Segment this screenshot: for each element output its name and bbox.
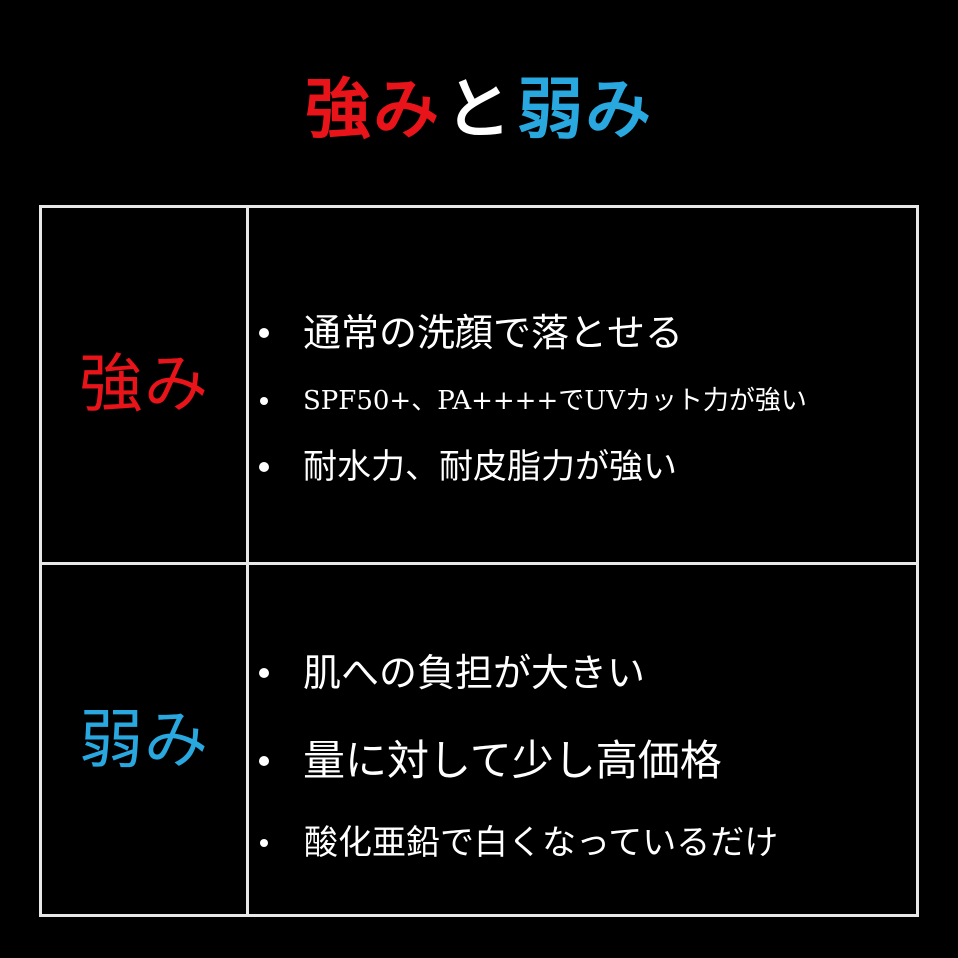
list-item: 量に対して少し高価格: [249, 737, 722, 785]
weaknesses-row: 弱み 肌への負担が大きい 量に対して少し高価格 酸化亜鉛で白くなっているだけ: [42, 565, 916, 917]
strengths-weaknesses-table: 強み 通常の洗顔で落とせる SPF50+、PA++++でUVカット力が強い 耐水…: [39, 205, 919, 917]
bullet-icon: [260, 397, 268, 405]
weaknesses-content-cell: 肌への負担が大きい 量に対して少し高価格 酸化亜鉛で白くなっているだけ: [249, 565, 916, 917]
list-item-text: 通常の洗顔で落とせる: [303, 311, 684, 355]
strengths-label: 強み: [79, 348, 209, 422]
strengths-content-cell: 通常の洗顔で落とせる SPF50+、PA++++でUVカット力が強い 耐水力、耐…: [249, 208, 916, 562]
bullet-icon: [259, 462, 269, 472]
strengths-label-cell: 強み: [42, 208, 246, 562]
list-item-text: 肌への負担が大きい: [303, 651, 646, 695]
bullet-icon: [259, 328, 269, 338]
title-weakness-word: 弱み: [517, 71, 653, 148]
page-title: 強みと弱み: [0, 70, 958, 150]
title-strength-word: 強み: [305, 71, 441, 148]
column-divider: [246, 208, 249, 914]
weaknesses-label-cell: 弱み: [42, 565, 246, 917]
list-item-text: SPF50+、PA++++でUVカット力が強い: [303, 386, 807, 416]
list-item-text: 耐水力、耐皮脂力が強い: [303, 447, 677, 487]
bullet-icon: [259, 756, 269, 766]
list-item: SPF50+、PA++++でUVカット力が強い: [249, 384, 807, 418]
list-item: 通常の洗顔で落とせる: [249, 313, 683, 353]
list-item: 耐水力、耐皮脂力が強い: [249, 447, 677, 487]
list-item-text: 酸化亜鉛で白くなっているだけ: [304, 823, 779, 863]
list-item-text: 量に対して少し高価格: [303, 736, 722, 785]
list-item: 酸化亜鉛で白くなっているだけ: [249, 823, 778, 863]
weaknesses-label: 弱み: [79, 704, 209, 778]
row-divider: [42, 562, 916, 565]
bullet-icon: [260, 839, 268, 847]
strengths-row: 強み 通常の洗顔で落とせる SPF50+、PA++++でUVカット力が強い 耐水…: [42, 208, 916, 562]
list-item: 肌への負担が大きい: [249, 651, 645, 695]
bullet-icon: [259, 668, 269, 678]
title-connector: と: [445, 71, 513, 148]
